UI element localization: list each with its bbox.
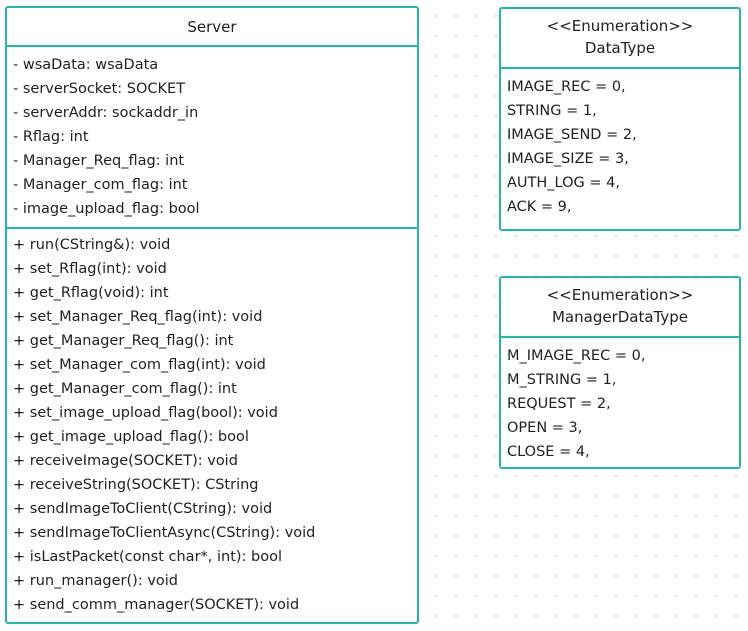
enum-literal: STRING = 1, [507, 103, 597, 119]
server-attribute: - Rflag: int [13, 129, 89, 145]
server-operation: + sendImageToClientAsync(CString): void [13, 525, 316, 541]
server-class-box[interactable]: Server - wsaData: wsaData - serverSocket… [5, 6, 419, 624]
datatype-stereotype: <<Enumeration>> [546, 17, 694, 35]
datatype-enum-box[interactable]: <<Enumeration>> DataType IMAGE_REC = 0, … [499, 7, 741, 231]
enum-literal: AUTH_LOG = 4, [507, 175, 620, 191]
enum-literal: IMAGE_SIZE = 3, [507, 151, 629, 167]
server-attribute: - Manager_Req_flag: int [13, 153, 185, 169]
server-operation: + send_comm_manager(SOCKET): void [13, 597, 300, 613]
server-operation: + receiveString(SOCKET): CString [13, 477, 259, 493]
enum-literal: CLOSE = 4, [507, 444, 590, 460]
enum-literal: IMAGE_SEND = 2, [507, 127, 637, 143]
server-attribute: - Manager_com_flag: int [13, 177, 188, 193]
enum-literal: M_IMAGE_REC = 0, [507, 348, 646, 364]
server-attribute: - wsaData: wsaData [13, 57, 159, 73]
server-operation: + get_Manager_Req_flag(): int [13, 333, 234, 349]
manager-datatype-stereotype: <<Enumeration>> [546, 286, 694, 304]
manager-datatype-enum-box[interactable]: <<Enumeration>> ManagerDataType M_IMAGE_… [499, 276, 741, 469]
server-class-header: Server [7, 8, 417, 47]
enum-literal: IMAGE_REC = 0, [507, 79, 626, 95]
server-operation: + get_image_upload_flag(): bool [13, 429, 249, 445]
server-attribute: - image_upload_flag: bool [13, 201, 200, 217]
enum-literal: ACK = 9, [507, 199, 572, 215]
manager-datatype-enum-name: ManagerDataType [551, 308, 689, 326]
enum-literal: OPEN = 3, [507, 420, 583, 436]
server-class-name: Server [187, 18, 237, 36]
server-operation: + run_manager(): void [13, 573, 179, 589]
server-operation: + set_Rflag(int): void [13, 261, 167, 277]
server-operations-section: + run(CString&): void + set_Rflag(int): … [7, 227, 417, 617]
server-operation: + receiveImage(SOCKET): void [13, 453, 238, 469]
manager-datatype-literals-section: M_IMAGE_REC = 0, M_STRING = 1, REQUEST =… [501, 338, 739, 464]
manager-datatype-enum-header: <<Enumeration>> ManagerDataType [501, 278, 739, 338]
server-attribute: - serverAddr: sockaddr_in [13, 105, 199, 121]
server-operation: + set_Manager_Req_flag(int): void [13, 309, 263, 325]
server-operation: + set_image_upload_flag(bool): void [13, 405, 278, 421]
server-attributes-section: - wsaData: wsaData - serverSocket: SOCKE… [7, 47, 417, 227]
server-attribute: - serverSocket: SOCKET [13, 81, 186, 97]
server-operation: + isLastPacket(const char*, int): bool [13, 549, 283, 565]
datatype-literals-section: IMAGE_REC = 0, STRING = 1, IMAGE_SEND = … [501, 69, 739, 219]
server-operation: + set_Manager_com_flag(int): void [13, 357, 266, 373]
enum-literal: REQUEST = 2, [507, 396, 611, 412]
server-operation: + sendImageToClient(CString): void [13, 501, 273, 517]
server-operation: + get_Manager_com_flag(): int [13, 381, 237, 397]
datatype-enum-header: <<Enumeration>> DataType [501, 9, 739, 69]
datatype-enum-name: DataType [584, 39, 656, 57]
enum-literal: M_STRING = 1, [507, 372, 617, 388]
server-operation: + get_Rflag(void): int [13, 285, 169, 301]
server-operation: + run(CString&): void [13, 237, 171, 253]
